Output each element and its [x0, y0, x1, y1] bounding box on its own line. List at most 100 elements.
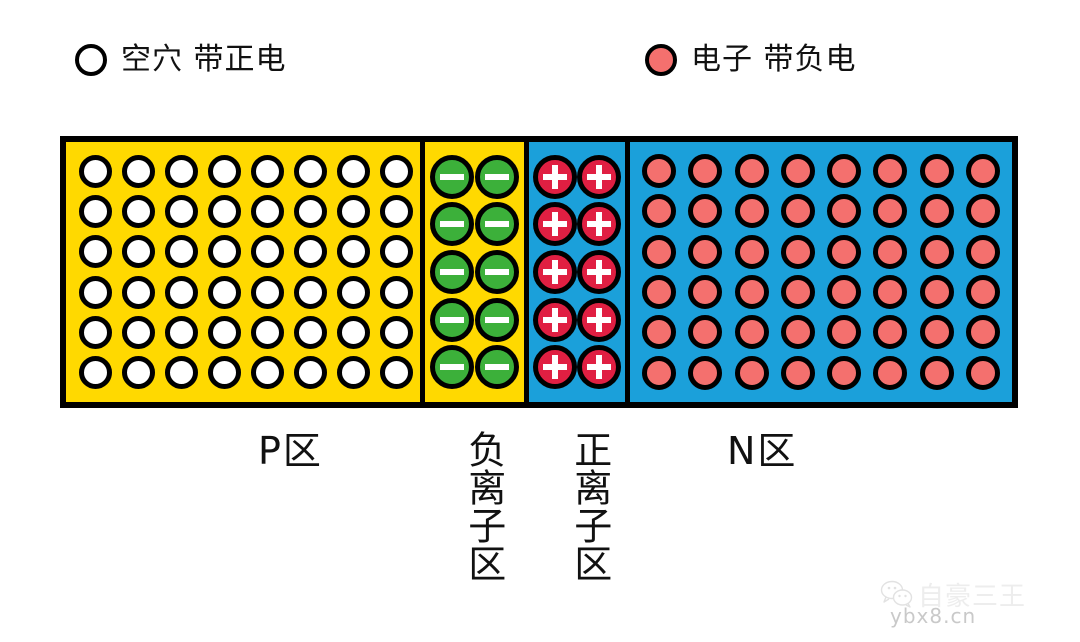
- negative-ion-particle: [475, 345, 520, 390]
- pn-junction-diagram: [60, 136, 1018, 408]
- hole-particle: [208, 275, 241, 309]
- hole-particle: [251, 154, 284, 188]
- electron-particle: [688, 315, 723, 350]
- hole-particle: [122, 356, 155, 390]
- legend: 空穴 带正电 电子 带负电: [0, 44, 1080, 100]
- electron-particle: [780, 194, 815, 229]
- electron-particle: [642, 315, 677, 350]
- zone-p-region: [66, 142, 425, 402]
- electron-particle: [965, 154, 1000, 189]
- electron-particle: [734, 275, 769, 310]
- positive-ion-particle: [577, 202, 621, 247]
- electron-particle: [642, 275, 677, 310]
- electron-particle: [827, 315, 862, 350]
- electron-particle: [827, 355, 862, 390]
- electron-particle: [780, 275, 815, 310]
- negative-ion-particle: [429, 345, 474, 390]
- plus-sign-icon: [543, 212, 567, 237]
- hole-particle: [294, 275, 327, 309]
- positive-ion-particle: [577, 249, 621, 294]
- hole-particle: [251, 315, 284, 349]
- hole-particle: [165, 235, 198, 269]
- electron-particle: [965, 275, 1000, 310]
- minus-sign-icon: [439, 212, 464, 236]
- hole-particle: [380, 275, 413, 309]
- hole-particle: [337, 194, 370, 228]
- hole-particle: [251, 356, 284, 390]
- electron-particle: [965, 234, 1000, 269]
- electron-particle: [827, 154, 862, 189]
- electron-particle: [919, 154, 954, 189]
- minus-sign-icon: [485, 260, 510, 284]
- positive-ion-particle: [533, 345, 577, 390]
- hole-particle: [165, 356, 198, 390]
- electron-particle: [734, 355, 769, 390]
- plus-sign-icon: [543, 355, 567, 380]
- electron-particle: [780, 315, 815, 350]
- hole-particle: [122, 235, 155, 269]
- electron-particle: [734, 154, 769, 189]
- hole-particle: [208, 315, 241, 349]
- negative-ion-particle: [429, 249, 474, 294]
- negative-ion-particle: [429, 202, 474, 247]
- hole-particle: [337, 275, 370, 309]
- negative-ion-grid: [429, 153, 520, 391]
- hole-particle: [79, 315, 112, 349]
- hole-particle: [380, 154, 413, 188]
- hole-particle: [294, 194, 327, 228]
- positive-ion-particle: [577, 297, 621, 342]
- hole-particle: [251, 235, 284, 269]
- electron-particle: [827, 275, 862, 310]
- hole-particle: [337, 235, 370, 269]
- hole-particle: [122, 315, 155, 349]
- plus-sign-icon: [587, 307, 611, 332]
- zone-label-positive-ion: 正离子区: [567, 430, 612, 582]
- watermark-site-text: ybx8.cn: [890, 604, 977, 628]
- hole-particle: [79, 194, 112, 228]
- legend-item-hole: 空穴 带正电: [75, 44, 287, 76]
- electron-particle: [642, 194, 677, 229]
- plus-sign-icon: [587, 164, 611, 189]
- wechat-icon: [880, 580, 914, 608]
- hole-particle: [380, 194, 413, 228]
- negative-ion-particle: [475, 249, 520, 294]
- hole-particle: [208, 235, 241, 269]
- positive-ion-particle: [533, 297, 577, 342]
- hole-particle: [79, 235, 112, 269]
- electron-particle: [965, 315, 1000, 350]
- hole-particle: [380, 315, 413, 349]
- zone-negative-ion-region: [425, 142, 529, 402]
- hole-particle: [294, 315, 327, 349]
- plus-sign-icon: [543, 259, 567, 284]
- negative-ion-particle: [429, 297, 474, 342]
- electron-particle: [780, 154, 815, 189]
- electron-particle: [688, 194, 723, 229]
- hole-particle: [380, 235, 413, 269]
- hole-particle: [208, 356, 241, 390]
- zone-positive-ion-region: [529, 142, 630, 402]
- electron-particle: [642, 154, 677, 189]
- electron-particle: [780, 355, 815, 390]
- hole-particle: [337, 154, 370, 188]
- electron-particle: [873, 154, 908, 189]
- electron-particle: [827, 234, 862, 269]
- electron-particle: [734, 315, 769, 350]
- legend-item-electron: 电子 带负电: [645, 44, 857, 76]
- hole-particle: [251, 194, 284, 228]
- negative-ion-particle: [475, 297, 520, 342]
- electron-particle: [780, 234, 815, 269]
- hole-circle-icon: [75, 44, 107, 76]
- plus-sign-icon: [543, 307, 567, 332]
- hole-particle: [79, 154, 112, 188]
- electron-particle: [642, 355, 677, 390]
- plus-sign-icon: [587, 212, 611, 237]
- hole-particle: [294, 154, 327, 188]
- minus-sign-icon: [439, 260, 464, 284]
- positive-ion-particle: [533, 249, 577, 294]
- negative-ion-particle: [475, 202, 520, 247]
- hole-particle: [122, 154, 155, 188]
- electron-particle: [827, 194, 862, 229]
- plus-sign-icon: [587, 355, 611, 380]
- minus-sign-icon: [485, 308, 510, 332]
- watermark-brand-text: 自豪三王: [918, 582, 1027, 612]
